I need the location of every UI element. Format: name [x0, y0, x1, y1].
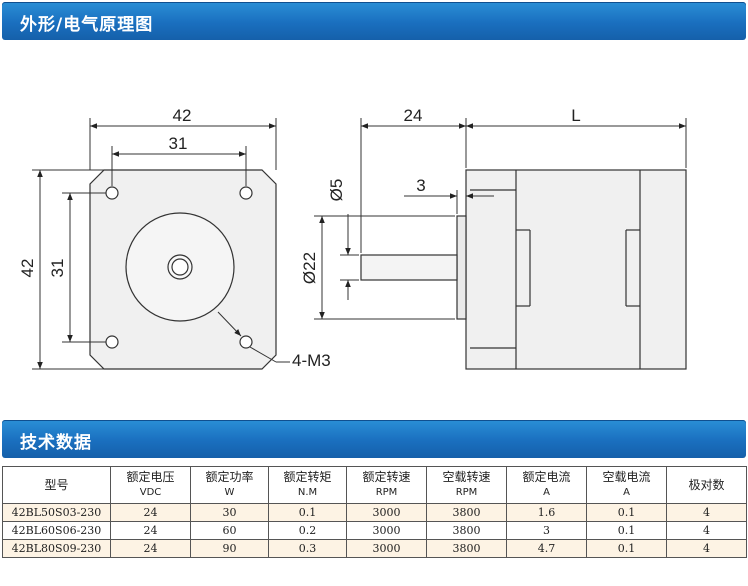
tech-section-header: 技术数据	[2, 420, 746, 458]
body-length-label: L	[571, 106, 580, 125]
table-cell: 0.2	[268, 521, 347, 540]
mount-hole-label: 4-M3	[292, 351, 331, 370]
outline-drawing: 42 31 42 31 4-M3	[18, 106, 687, 370]
table-cell: 24	[110, 521, 191, 540]
table-cell: 3000	[346, 539, 427, 558]
table-cell: 4	[666, 521, 747, 540]
side-view	[360, 169, 687, 370]
flange-thickness-label: 3	[416, 176, 425, 195]
table-cell: 42BL80S09-230	[2, 539, 111, 558]
front-view	[89, 169, 277, 370]
tech-section-title: 技术数据	[20, 433, 92, 453]
outline-section-title: 外形/电气原理图	[20, 15, 154, 35]
side-view-flange	[456, 215, 467, 320]
table-cell: 3800	[426, 521, 507, 540]
table-cell: 3000	[346, 503, 427, 522]
mount-hole	[239, 186, 253, 200]
table-cell: 4	[666, 539, 747, 558]
col-header: 型号	[2, 466, 111, 504]
table-cell: 4	[666, 503, 747, 522]
front-height-label: 42	[18, 259, 37, 278]
table-cell: 3000	[346, 521, 427, 540]
table-cell: 0.1	[268, 503, 347, 522]
table-cell: 3800	[426, 539, 507, 558]
table-cell: 1.6	[506, 503, 587, 522]
table-row: 42BL60S06-230 24 60 0.2 3000 3800 3 0.1 …	[2, 521, 747, 540]
side-dimension-lines	[314, 118, 687, 320]
side-view-body	[465, 169, 687, 370]
table-cell: 42BL60S06-230	[2, 521, 111, 540]
boss-diameter-label: Ø22	[300, 252, 319, 284]
mount-hole	[239, 335, 253, 349]
table-cell: 3800	[426, 503, 507, 522]
table-cell: 42BL50S03-230	[2, 503, 111, 522]
table-cell: 0.3	[268, 539, 347, 558]
table-cell: 24	[110, 539, 191, 558]
front-hole-spacing-h-label: 31	[169, 134, 188, 153]
shaft-diameter-label: Ø5	[327, 179, 346, 202]
table-row: 42BL50S03-230 24 30 0.1 3000 3800 1.6 0.…	[2, 503, 747, 522]
table-cell: 0.1	[586, 521, 667, 540]
table-cell: 30	[190, 503, 269, 522]
table-cell: 0.1	[586, 539, 667, 558]
table-cell: 60	[190, 521, 269, 540]
col-header: 极对数	[666, 466, 747, 504]
table-cell: 4.7	[506, 539, 587, 558]
side-view-shaft	[360, 254, 458, 281]
mount-hole	[105, 335, 119, 349]
front-dimension-lines	[32, 118, 290, 370]
table-row: 42BL80S09-230 24 90 0.3 3000 3800 4.7 0.…	[2, 539, 747, 558]
table-cell: 90	[190, 539, 269, 558]
shaft-length-label: 24	[404, 106, 423, 125]
front-hole-spacing-v-label: 31	[48, 259, 67, 278]
table-cell: 0.1	[586, 503, 667, 522]
mount-hole	[105, 186, 119, 200]
front-width-label: 42	[173, 106, 192, 125]
front-shaft-inner	[171, 258, 189, 276]
table-cell: 24	[110, 503, 191, 522]
outline-section-header: 外形/电气原理图	[2, 2, 746, 40]
table-cell: 3	[506, 521, 587, 540]
